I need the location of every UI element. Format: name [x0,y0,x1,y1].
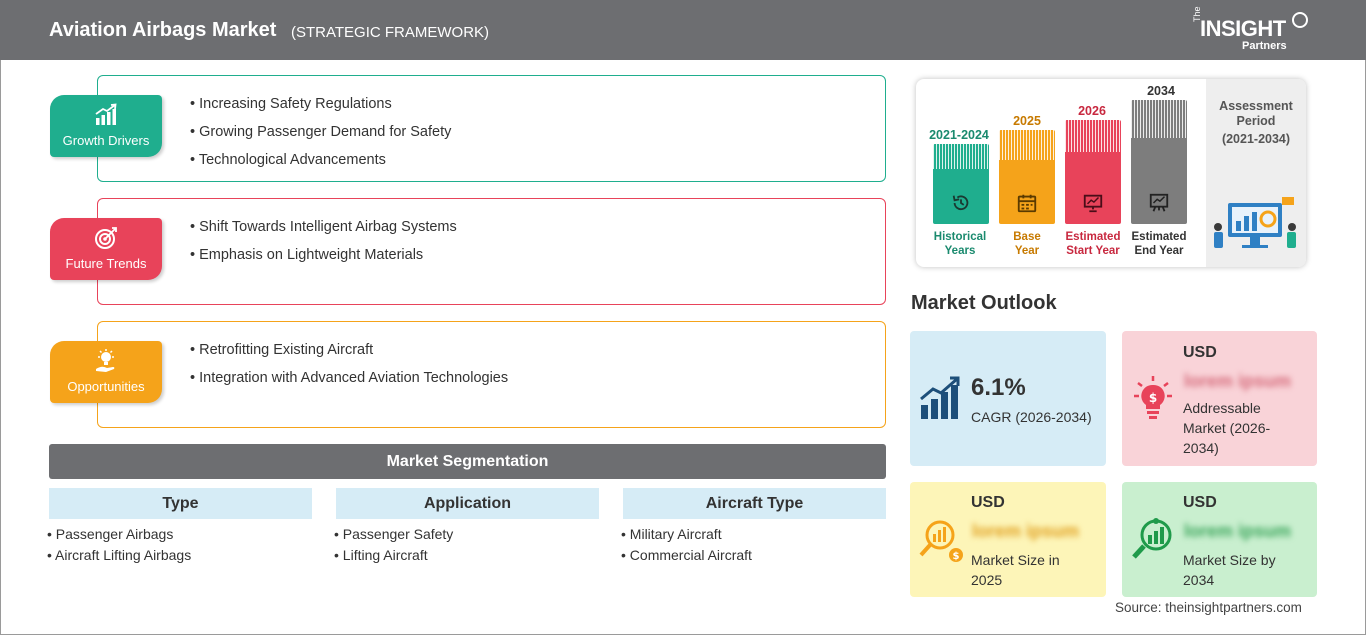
market-segmentation-bar: Market Segmentation [49,444,886,479]
calendar-icon [1017,194,1037,213]
segment-list-application: • Passenger Safety • Lifting Aircraft [334,524,453,566]
bar-stripes [1131,100,1187,138]
growth-drivers-label: Growth Drivers [62,133,150,148]
list-item: • Emphasis on Lightweight Materials [190,247,424,263]
list-item: • Lifting Aircraft [334,547,428,563]
list-item: • Integration with Advanced Aviation Tec… [190,370,509,386]
growth-drivers-list: • Increasing Safety Regulations • Growin… [190,90,451,174]
page-subtitle: (STRATEGIC FRAMEWORK) [291,24,490,41]
growth-drivers-badge: Growth Drivers [50,95,162,157]
addressable-currency: USD [1183,344,1217,361]
estimated-start-year-bar [1065,120,1121,224]
future-trends-card [97,198,886,305]
lightbulb-hand-icon [96,349,115,372]
list-item: • Passenger Airbags [47,526,174,542]
future-trends-label: Future Trends [65,256,147,271]
target-icon [95,227,117,249]
list-item: • Commercial Aircraft [621,547,752,563]
segment-list-aircraft-type: • Military Aircraft • Commercial Aircraf… [621,524,752,566]
assessment-range: (2021-2034) [1221,132,1291,146]
future-trends-list: • Shift Towards Intelligent Airbag Syste… [190,213,457,269]
list-item: • Retrofitting Existing Aircraft [190,342,374,358]
logo-brand-text: INSIGHT [1200,16,1286,41]
bar-stripes [1065,120,1121,152]
logo-partners-text: Partners [1242,40,1287,52]
opportunities-list: • Retrofitting Existing Aircraft • Integ… [190,336,508,392]
history-icon [952,195,969,211]
segment-heading-application: Application [336,488,599,519]
bar-stripes [933,144,989,169]
insight-partners-logo: The INSIGHT Partners [1192,6,1312,54]
analyst-illustration-icon [1214,197,1296,248]
bar-stripes [999,130,1055,160]
list-item: • Technological Advancements [190,152,386,168]
opportunities-label: Opportunities [67,379,145,394]
year-base: 2025 [1013,114,1041,128]
historical-years-bar [933,144,989,224]
assessment-title: Assessment Period [1219,99,1293,128]
magnifier-growth-icon [1132,518,1172,559]
segment-heading-type: Type [49,488,312,519]
cagr-tile [910,331,1106,466]
size-2034-currency: USD [1183,494,1217,511]
list-item: • Passenger Safety [334,526,454,542]
future-trends-badge: Future Trends [50,218,162,280]
magnifier-chart-dollar-icon: $ [919,520,963,562]
year-estimated-end: 2034 [1147,84,1175,98]
logo-ring-icon [1292,12,1308,28]
presentation-icon [1083,194,1103,213]
list-item: • Aircraft Lifting Airbags [47,547,192,563]
market-outlook-title: Market Outlook [911,292,1057,314]
growth-chart-icon [95,103,117,125]
svg-text:$: $ [1149,391,1157,405]
source-note: Source: theinsightpartners.com [1115,600,1302,615]
svg-text:$: $ [953,551,960,562]
cagr-label: CAGR (2026-2034) [971,409,1092,425]
base-year-bar [999,130,1055,224]
size-2025-value-blurred: lorem ipsum [972,521,1080,541]
opportunities-card [97,321,886,428]
header-bar: Aviation Airbags Market (STRATEGIC FRAME… [0,0,1366,60]
size-2034-value-blurred: lorem ipsum [1184,521,1292,541]
list-item: • Shift Towards Intelligent Airbag Syste… [190,219,457,235]
analytics-board-icon [1149,193,1169,212]
year-historical: 2021-2024 [929,128,989,142]
estimated-end-year-bar [1131,100,1187,224]
cagr-value: 6.1% [971,374,1026,401]
growth-drivers-card [97,75,886,182]
addressable-value-blurred: lorem ipsum [1184,371,1292,391]
list-item: • Military Aircraft [621,526,722,542]
segment-heading-aircraft-type: Aircraft Type [623,488,886,519]
size-2025-currency: USD [971,494,1005,511]
list-item: • Increasing Safety Regulations [190,96,392,112]
segment-list-type: • Passenger Airbags • Aircraft Lifting A… [47,524,191,566]
list-item: • Growing Passenger Demand for Safety [190,124,452,140]
page-title: Aviation Airbags Market [49,19,277,41]
idea-bulb-dollar-icon: $ [1134,376,1172,419]
growth-bars-icon [920,376,960,419]
year-estimated-start: 2026 [1078,104,1106,118]
opportunities-badge: Opportunities [50,341,162,403]
